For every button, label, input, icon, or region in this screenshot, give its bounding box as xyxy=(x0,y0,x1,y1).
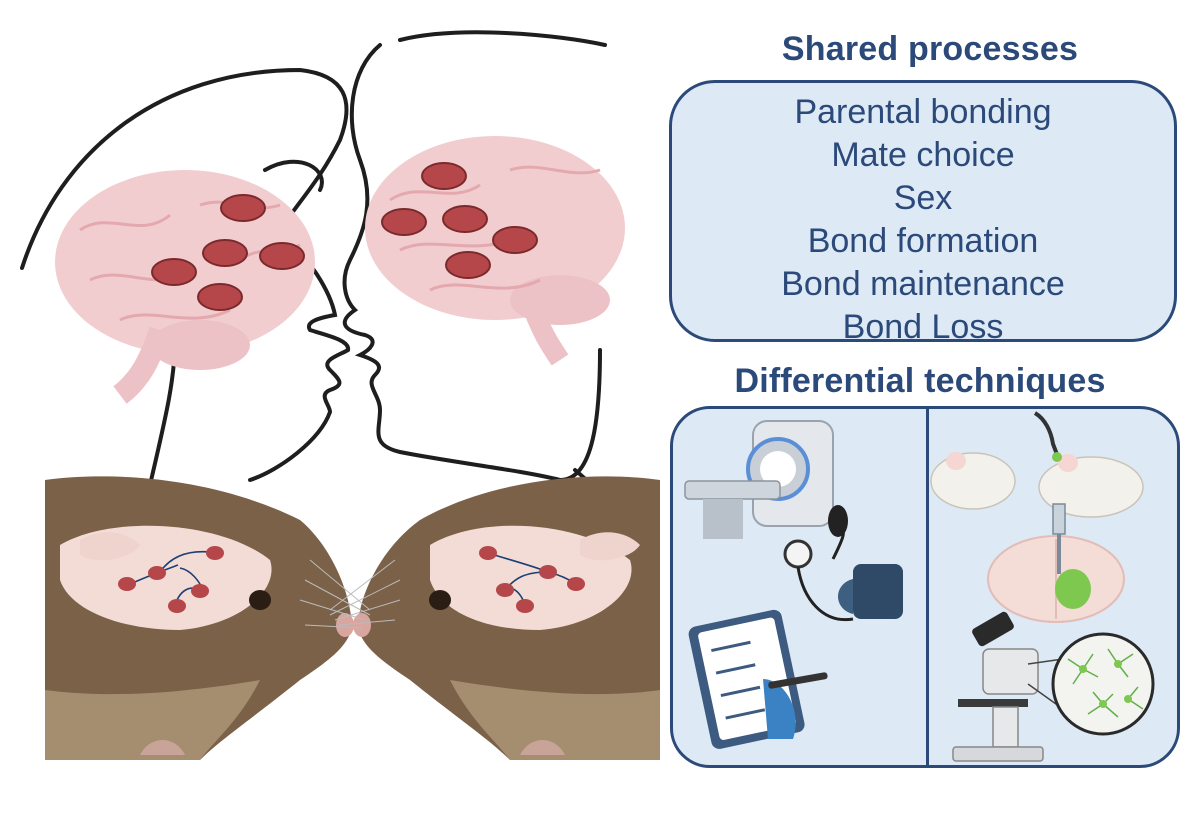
shared-processes-title: Shared processes xyxy=(781,30,1079,68)
microscope-icon xyxy=(952,611,1064,762)
whiskers xyxy=(299,559,401,629)
process-item: Sex xyxy=(893,179,953,217)
rodents-with-optic-fiber-icon xyxy=(930,411,1144,518)
techniques-illustrations xyxy=(684,411,1155,762)
neurons-magnified-icon xyxy=(1051,632,1155,736)
brain-slice-injection-icon xyxy=(987,503,1125,623)
right-vole xyxy=(353,476,660,760)
blood-pressure-cuff-icon xyxy=(783,505,903,622)
left-human-brain xyxy=(55,170,315,404)
process-item: Bond Loss xyxy=(842,308,1004,346)
process-item: Bond formation xyxy=(807,222,1039,260)
differential-techniques-title: Differential techniques xyxy=(734,362,1106,400)
process-list: Parental bonding Mate choice Sex Bond fo… xyxy=(672,91,1174,349)
differential-techniques-panel xyxy=(670,406,1180,768)
shared-processes-panel: Parental bonding Mate choice Sex Bond fo… xyxy=(669,80,1177,346)
mri-scanner-icon xyxy=(684,420,834,539)
panel-divider xyxy=(926,409,929,765)
process-item: Parental bonding xyxy=(794,93,1052,131)
process-item: Mate choice xyxy=(831,136,1015,174)
questionnaire-clipboard-icon xyxy=(688,609,828,749)
right-human-brain xyxy=(365,136,625,366)
left-vole xyxy=(45,476,354,760)
process-item: Bond maintenance xyxy=(781,265,1065,303)
